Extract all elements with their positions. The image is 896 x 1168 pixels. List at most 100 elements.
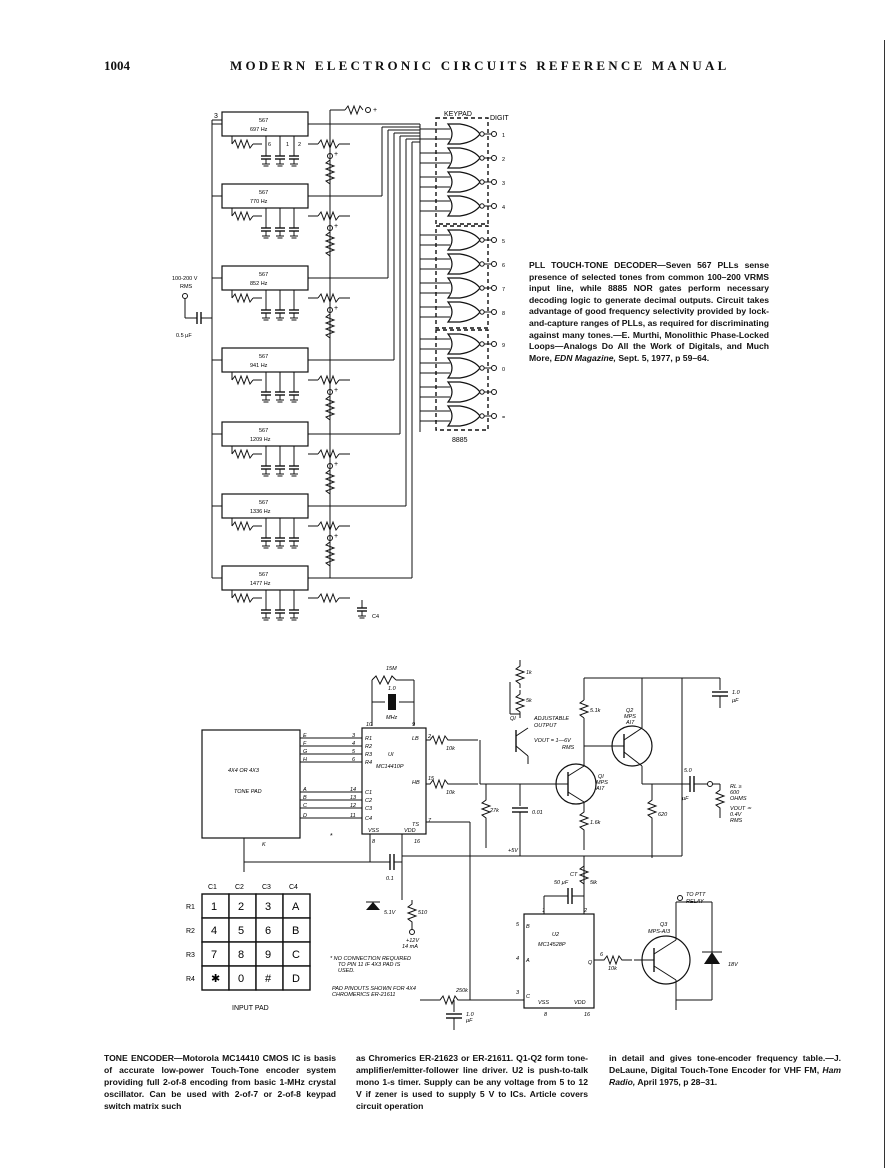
plus-label: +: [334, 387, 338, 394]
pin-label: 3: [214, 113, 218, 120]
q1b-label: MPS: [596, 780, 608, 786]
pin-label: 13: [350, 795, 357, 801]
digit-terminal: [491, 155, 497, 161]
r250k-label: 250k: [455, 988, 468, 994]
pll-chip-label: 567: [259, 572, 268, 578]
nor-gate-body: [446, 301, 481, 323]
keypad-key[interactable]: [255, 965, 284, 991]
encoder-caption-ref: April 1975, p 28–31.: [637, 1077, 718, 1087]
resistor-1k: [514, 660, 526, 688]
resistor: [324, 541, 336, 567]
pll-chip-label: 567: [259, 118, 268, 124]
plus-label: +: [334, 151, 338, 158]
pin-label: 1: [286, 142, 289, 148]
resistor-510: [406, 900, 418, 930]
note-text: USED.: [338, 968, 355, 974]
resistor: [317, 592, 340, 604]
nor-gate: 6: [420, 253, 505, 275]
keypad-key[interactable]: [228, 941, 257, 967]
keypad-col-label: C2: [235, 884, 244, 891]
encoder-caption-text: as Chromerics ER-21623 or ER-21611. Q1-Q…: [356, 1053, 588, 1111]
keypad-key-label: D: [292, 973, 300, 985]
nor-gate-body: [446, 381, 481, 403]
row-letter: G: [303, 749, 308, 755]
col-letter: A: [302, 787, 307, 793]
resistor-load: [714, 784, 726, 818]
digit-terminal: [491, 285, 497, 291]
page-number: 1004: [104, 58, 130, 73]
pinout-text: CHROMERICS ER-21611: [332, 992, 395, 998]
r5k-label: 5k: [526, 698, 532, 704]
encoder-caption-mag: Ham Radio,: [609, 1065, 841, 1087]
keypad-key-label: C: [292, 949, 300, 961]
vout-label: RMS: [562, 745, 575, 751]
resistor: [231, 592, 254, 604]
r10k-label: 10k: [446, 746, 455, 752]
digit-label: 4: [502, 205, 505, 211]
v12-terminal: [409, 929, 415, 935]
zener-18v: [704, 952, 720, 964]
resistor: [324, 159, 336, 185]
u1-pin-name: R4: [365, 760, 372, 766]
u1-pin-name: C1: [365, 790, 372, 796]
keypad-key[interactable]: [282, 965, 311, 991]
r510-label: 510: [418, 910, 428, 916]
keypad-row-label: R2: [186, 928, 195, 935]
col-letter: C: [303, 803, 307, 809]
pin-label: 2: [298, 142, 301, 148]
ptt-label: TO PTT: [686, 892, 706, 898]
book-title: MODERN ELECTRONIC CIRCUITS REFERENCE MAN…: [230, 58, 730, 73]
digit-label: 6: [502, 263, 505, 269]
decoder-caption-title: PLL TOUCH-TONE DECODER: [529, 260, 658, 270]
q2-lead: [623, 727, 643, 741]
page-edge-line: [884, 40, 885, 1168]
keypad-key[interactable]: [282, 941, 311, 967]
nor-chip-label: 8885: [452, 437, 468, 444]
cap-label: 0.5 µF: [176, 333, 192, 339]
keypad-key[interactable]: [282, 917, 311, 943]
pll-freq-label: 770 Hz: [250, 199, 268, 205]
vout2-label: 0.4V: [730, 812, 743, 818]
pin-label: 7: [428, 818, 432, 824]
digit-label: 2: [502, 157, 505, 163]
ct-value: 50 µF: [554, 880, 569, 886]
keypad-key-label: 7: [211, 949, 217, 961]
resistor: [324, 313, 336, 339]
q2-label: Q2: [626, 708, 633, 714]
digit-terminal: [491, 261, 497, 267]
zener-diode: [366, 902, 380, 910]
u1-pin-name: R3: [365, 752, 373, 758]
supply-terminal: [365, 107, 371, 113]
keypad-key-label: #: [265, 973, 272, 985]
nor-gate-body: [446, 171, 481, 193]
c1uf-label: 1.0: [732, 690, 741, 696]
pin-label: 2: [583, 908, 587, 914]
pin-label: 15: [428, 776, 435, 782]
pin-label: B: [526, 924, 530, 930]
crystal: [388, 694, 396, 710]
resistor-5k1: [578, 865, 590, 885]
resistor: [231, 138, 254, 150]
nor-bubble: [479, 131, 485, 137]
resistor: [317, 292, 340, 304]
keypad-label: INPUT PAD: [232, 1005, 269, 1012]
keypad-row-label: R4: [186, 976, 195, 983]
keypad-key[interactable]: [282, 893, 311, 919]
nor-gate-body: [446, 333, 481, 355]
rl-label: 600: [730, 790, 740, 796]
resistor: [231, 520, 254, 532]
pin-label: HB: [412, 780, 420, 786]
u1-pin-name: C3: [365, 806, 373, 812]
nor-bubble: [479, 341, 485, 347]
keypad-row-label: R1: [186, 904, 195, 911]
nor-gate: 8: [420, 301, 505, 323]
q2-label: AI7: [625, 720, 635, 726]
pll-chip-label: 567: [259, 190, 268, 196]
pin-label: A: [525, 958, 530, 964]
encoder-caption-col1: TONE ENCODER—Motorola MC14410 CMOS IC is…: [104, 1052, 336, 1112]
nor-bubble: [479, 155, 485, 161]
